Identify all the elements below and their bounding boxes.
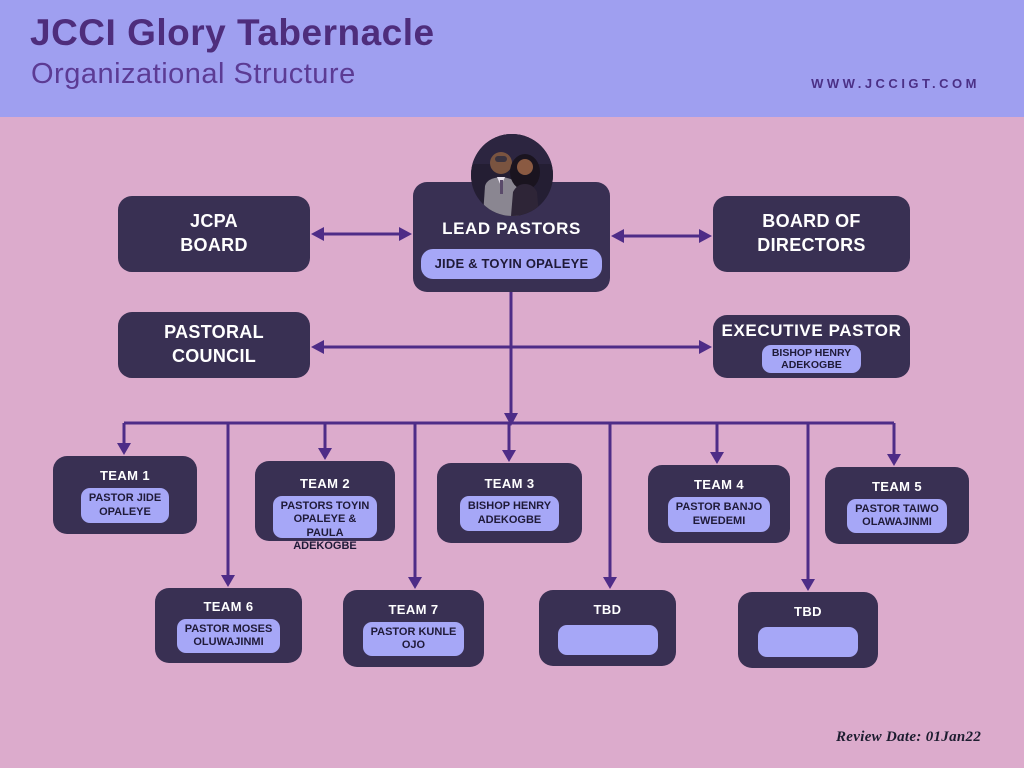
org-box-team-2: TEAM 2 PASTORS TOYIN OPALEYE & PAULA ADE… [255, 461, 395, 552]
team-1-title: TEAM 1 [99, 468, 151, 484]
team-5-title: TEAM 5 [871, 478, 923, 494]
team-2-leader-pill: PASTORS TOYIN OPALEYE & PAULA ADEKOGBE [272, 496, 378, 552]
pastoral-council-title: PASTORAL COUNCIL [164, 322, 264, 366]
tbd-1-title: TBD [593, 602, 622, 618]
lead-pastors-title: LEAD PASTORS [442, 219, 581, 238]
website-url: WWW.JCCIGT.COM [811, 76, 980, 91]
org-box-executive-pastor: EXECUTIVE PASTOR BISHOP HENRY ADEKOGBE [713, 315, 910, 378]
page-subtitle: Organizational Structure [31, 58, 356, 90]
lead-pastors-photo [471, 134, 553, 216]
tbd-1-leader-pill [557, 624, 658, 655]
page-title: JCCI Glory Tabernacle [30, 12, 435, 53]
org-box-team-5: TEAM 5 PASTOR TAIWO OLAWAJINMI [825, 467, 969, 544]
tbd-2-title: TBD [794, 604, 822, 620]
team-6-title: TEAM 6 [203, 598, 254, 614]
team-4-title: TEAM 4 [693, 477, 745, 493]
team-5-leader-pill: PASTOR TAIWO OLAWAJINMI [847, 498, 947, 534]
team-4-leader-pill: PASTOR BANJO EWEDEMI [667, 497, 771, 532]
executive-pastor-title: EXECUTIVE PASTOR [721, 320, 902, 340]
org-box-team-7: TEAM 7 PASTOR KUNLE OJO [343, 590, 484, 667]
org-box-pastoral-council: PASTORAL COUNCIL [118, 312, 310, 378]
org-box-tbd-1: TBD [539, 590, 676, 666]
team-6-leader-pill: PASTOR MOSES OLUWAJINMI [176, 618, 281, 654]
lead-pastors-names-pill: JIDE & TOYIN OPALEYE [420, 249, 603, 280]
board-of-directors-title: BOARD OF DIRECTORS [757, 211, 866, 255]
couple-photo-placeholder [471, 134, 553, 216]
team-1-leader-pill: PASTOR JIDE OPALEYE [80, 488, 170, 523]
executive-pastor-names-pill: BISHOP HENRY ADEKOGBE [761, 345, 862, 374]
page-header: JCCI Glory Tabernacle Organizational Str… [0, 0, 1024, 117]
org-box-team-1: TEAM 1 PASTOR JIDE OPALEYE [53, 456, 197, 534]
org-box-tbd-2: TBD [738, 592, 878, 668]
team-3-leader-pill: BISHOP HENRY ADEKOGBE [459, 496, 560, 531]
jcpa-board-title: JCPA BOARD [180, 211, 248, 255]
tbd-2-leader-pill [758, 626, 858, 657]
org-box-jcpa-board: JCPA BOARD [118, 196, 310, 272]
team-7-leader-pill: PASTOR KUNLE OJO [362, 621, 465, 657]
review-date: Review Date: 01Jan22 [836, 729, 982, 745]
team-7-title: TEAM 7 [388, 601, 439, 617]
org-box-team-3: TEAM 3 BISHOP HENRY ADEKOGBE [437, 463, 582, 543]
team-2-title: TEAM 2 [299, 476, 351, 491]
org-box-team-6: TEAM 6 PASTOR MOSES OLUWAJINMI [155, 588, 302, 663]
team-3-title: TEAM 3 [484, 476, 535, 492]
org-box-team-4: TEAM 4 PASTOR BANJO EWEDEMI [648, 465, 790, 543]
org-box-board-of-directors: BOARD OF DIRECTORS [713, 196, 910, 272]
